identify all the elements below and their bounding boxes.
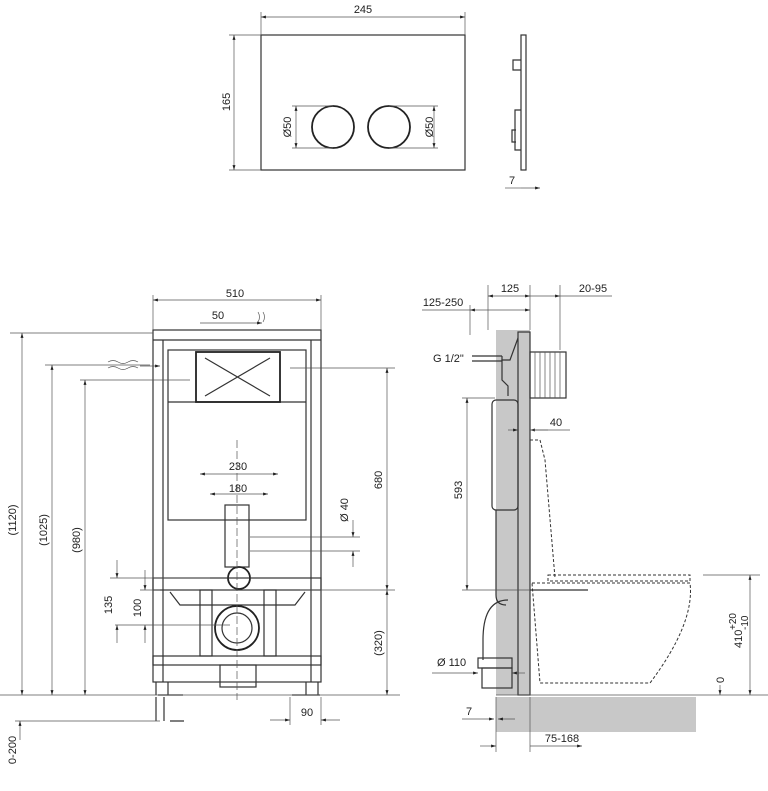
dim-flush-pipe: Ø 40 (339, 498, 351, 522)
dim-plate-height: 165 (221, 93, 233, 111)
dim-foot-adjust: 0-200 (7, 736, 19, 764)
dim-seat-height: 410 (733, 630, 745, 648)
dim-bolts-230: 230 (229, 461, 247, 473)
dim-supply-range: 125-250 (423, 297, 463, 309)
flush-button-left (311, 105, 355, 149)
flush-button-right (367, 105, 411, 149)
label-supply-thread: G 1/2" (433, 353, 464, 365)
dim-plate-width: 245 (354, 4, 372, 16)
frame-front-view: 510 50 230 180 Ø 40 680 (320) (1120) (10… (0, 288, 400, 764)
frame-side-view: 125 20-95 125-250 G 1/2" 40 593 Ø 110 7 … (422, 283, 768, 752)
dim-height-1025: (1025) (38, 514, 50, 546)
dim-floor-level: 0 (715, 677, 727, 683)
dim-drain-100: 100 (132, 599, 144, 617)
inspection-opening (195, 351, 281, 403)
dim-plate-depth: 7 (509, 175, 515, 187)
dim-tank-height: 680 (373, 471, 385, 489)
dim-plate-offset: 20-95 (579, 283, 607, 295)
tolerance-minus: -10 (740, 615, 751, 630)
dim-height-593: 593 (453, 481, 465, 499)
plate-profile (520, 34, 527, 171)
flush-plate-side (529, 351, 567, 399)
dim-height-980: (980) (71, 527, 83, 553)
dim-frame-depth: 125 (501, 283, 519, 295)
toilet-bowl (531, 582, 691, 684)
flush-plate (260, 34, 466, 171)
dim-button-left: Ø50 (282, 117, 294, 138)
dim-button-right: Ø50 (424, 117, 436, 138)
dim-foot-width: 90 (301, 707, 313, 719)
dim-wall-range: 75-168 (545, 733, 579, 745)
dim-frame-width: 510 (226, 288, 244, 300)
dim-bracket-height: (320) (373, 630, 385, 656)
dim-drain-135: 135 (103, 596, 115, 614)
dim-gap: 7 (466, 706, 472, 718)
dim-wall-offset: 40 (550, 417, 562, 429)
dim-bolts-180: 180 (229, 483, 247, 495)
tolerance-plus: +20 (728, 613, 739, 630)
floor (496, 697, 696, 732)
dim-offset-50: 50 (212, 310, 224, 322)
dim-total-height: (1120) (7, 505, 19, 536)
dim-drain-diameter: Ø 110 (437, 657, 466, 669)
flush-plate-view: 245 165 Ø50 Ø50 7 (221, 4, 540, 190)
wall (496, 330, 530, 695)
